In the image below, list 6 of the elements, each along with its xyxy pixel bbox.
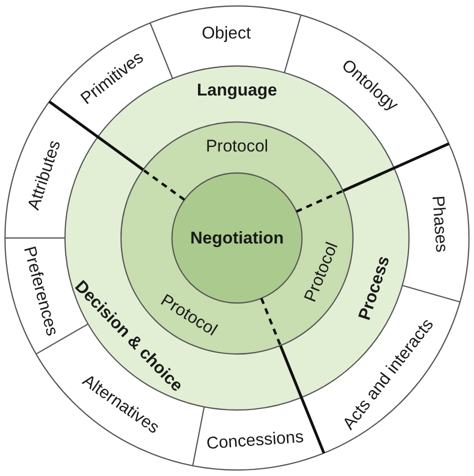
ring-label: Protocol (206, 138, 268, 154)
segment-label: Concessions (206, 428, 304, 452)
center-label: Negotiation (190, 230, 284, 246)
segment-label: Object (202, 24, 251, 42)
segment-label: Phases (429, 194, 450, 253)
sector-label: Language (196, 82, 278, 98)
